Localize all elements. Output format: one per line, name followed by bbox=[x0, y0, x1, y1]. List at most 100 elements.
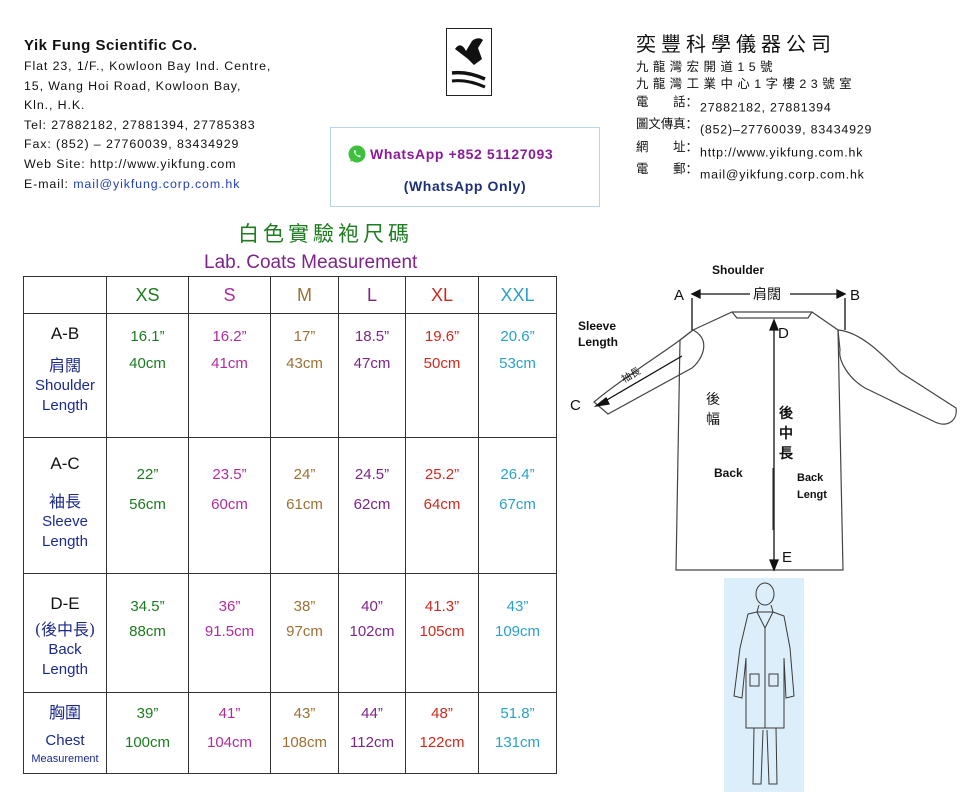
zh-fax-line: 圖文傳真：(852)–27760039, 83434929 bbox=[636, 116, 961, 139]
cell-value: 34.5”88cm bbox=[106, 573, 189, 693]
row-en-small: Measurement bbox=[31, 753, 99, 765]
title-en: Lab. Coats Measurement bbox=[204, 252, 418, 273]
row-en-1: Sleeve bbox=[42, 513, 88, 530]
cell-value: 25.2”64cm bbox=[405, 437, 479, 574]
cell-value: 48”122cm bbox=[405, 692, 479, 774]
zh-email[interactable]: mail@yikfung.corp.com.hk bbox=[700, 167, 865, 182]
arrowhead-c bbox=[593, 396, 610, 408]
size-header-xl: XL bbox=[405, 276, 479, 314]
zh-address-2: 九龍灣工業中心1字樓23號室 bbox=[636, 77, 856, 92]
label-d: D bbox=[778, 325, 789, 342]
label-shoulder-zh: 肩闊 bbox=[753, 287, 781, 303]
row-code: A-C bbox=[50, 454, 80, 473]
zh-fax-label: 圖文傳真： bbox=[636, 117, 698, 132]
label-sleeve-1: Sleeve bbox=[578, 319, 616, 333]
zh-email-line: 電 郵：mail@yikfung.corp.com.hk bbox=[636, 161, 961, 184]
company-name-zh: 奕豐科學儀器公司 bbox=[636, 32, 836, 56]
fax-line: Fax: (852) – 27760039, 83434929 bbox=[24, 137, 240, 152]
size-header-xs: XS bbox=[106, 276, 189, 314]
label-back-width-zh-1: 後 bbox=[706, 392, 720, 408]
row-label-shoulder: A-B 肩闊 Shoulder Length bbox=[23, 313, 107, 438]
tel-line: Tel: 27882182, 27881394, 27785383 bbox=[24, 117, 256, 132]
cell-value: 24”61cm bbox=[270, 437, 339, 574]
label-back-length-zh-3: 長 bbox=[779, 446, 794, 462]
cell-value: 18.5”47cm bbox=[338, 313, 406, 438]
label-back: Back bbox=[714, 466, 743, 480]
zh-web-label: 網 址： bbox=[636, 139, 698, 154]
sleeve-length-line bbox=[599, 355, 683, 405]
cell-value: 43”108cm bbox=[270, 692, 339, 774]
row-zh: (後中長) bbox=[34, 620, 96, 639]
cell-value: 16.1”40cm bbox=[106, 313, 189, 438]
label-back-length-zh-2: 中 bbox=[779, 425, 793, 442]
zh-phone-label: 電 話： bbox=[636, 94, 698, 109]
company-name-en: Yik Fung Scientific Co. bbox=[24, 37, 198, 54]
company-info-en: Yik Fung Scientific Co. Flat 23, 1/F., K… bbox=[24, 37, 354, 194]
email-line: E-mail: mail@yikfung.corp.com.hk bbox=[24, 175, 354, 195]
table-row: 胸圍 Chest Measurement 39”100cm 41”104cm 4… bbox=[23, 692, 557, 774]
cell-value: 20.6”53cm bbox=[478, 313, 557, 438]
row-en-2: Length bbox=[42, 533, 88, 550]
zh-phone: 27882182, 27881394 bbox=[700, 99, 832, 114]
label-back-length-2: Lengt bbox=[797, 489, 827, 501]
cell-value: 22”56cm bbox=[106, 437, 189, 574]
arrowhead-b bbox=[836, 288, 847, 300]
label-e: E bbox=[782, 549, 792, 566]
row-zh: 肩闊 bbox=[48, 356, 81, 375]
cell-value: 17”43cm bbox=[270, 313, 339, 438]
email-link[interactable]: mail@yikfung.corp.com.hk bbox=[73, 176, 241, 191]
size-header-l: L bbox=[338, 276, 406, 314]
cell-value: 24.5”62cm bbox=[338, 437, 406, 574]
address-line-1: Flat 23, 1/F., Kowloon Bay Ind. Centre, bbox=[24, 59, 272, 73]
size-header-row: XS S M L XL XXL bbox=[23, 276, 557, 314]
cell-value: 16.2”41cm bbox=[188, 313, 271, 438]
row-code: A-B bbox=[50, 324, 80, 343]
cell-value: 51.8”131cm bbox=[478, 692, 557, 774]
arrowhead-d bbox=[769, 318, 779, 331]
size-header-xxl: XXL bbox=[478, 276, 557, 314]
cell-value: 41”104cm bbox=[188, 692, 271, 774]
address-line-3: Kln., H.K. bbox=[24, 98, 86, 113]
cell-value: 19.6”50cm bbox=[405, 313, 479, 438]
size-header-s: S bbox=[188, 276, 271, 314]
label-sleeve-2: Length bbox=[578, 335, 618, 349]
label-back-length-zh-1: 後 bbox=[779, 405, 794, 422]
company-info-zh: 奕豐科學儀器公司 九龍灣宏開道15號 九龍灣工業中心1字樓23號室 電 話：27… bbox=[636, 28, 961, 184]
title-zh: 白色實驗袍尺碼 bbox=[238, 222, 413, 246]
label-sleeve-zh: 袖長 bbox=[619, 364, 643, 385]
row-zh: 袖長 bbox=[48, 492, 81, 511]
zh-web-line: 網 址：http://www.yikfung.com.hk bbox=[636, 139, 961, 162]
whatsapp-only-note: (WhatsApp Only) bbox=[403, 178, 527, 194]
coat-collar bbox=[731, 311, 813, 319]
coat-body-outline bbox=[675, 311, 844, 571]
table-row: A-C 袖長 Sleeve Length 22”56cm 23.5”60cm 2… bbox=[23, 437, 557, 574]
cell-value: 44”112cm bbox=[338, 692, 406, 774]
table-row: D-E (後中長) Back Length 34.5”88cm 36”91.5c… bbox=[23, 573, 557, 693]
cell-value: 26.4”67cm bbox=[478, 437, 557, 574]
zh-web[interactable]: http://www.yikfung.com.hk bbox=[700, 145, 864, 160]
row-code: D-E bbox=[50, 594, 80, 613]
label-c: C bbox=[570, 397, 581, 414]
zh-phone-line: 電 話：27882182, 27881394 bbox=[636, 94, 961, 117]
logo-mark-icon bbox=[451, 38, 486, 89]
label-back-length-1: Back bbox=[797, 472, 824, 484]
size-header-m: M bbox=[270, 276, 339, 314]
person-in-lab-coat-icon bbox=[733, 582, 795, 785]
whatsapp-row[interactable]: WhatsApp +852 51127093 bbox=[347, 144, 553, 164]
web-line[interactable]: Web Site: http://www.yikfung.com bbox=[24, 156, 237, 171]
row-en-1: Shoulder bbox=[34, 377, 96, 394]
whatsapp-number: WhatsApp +852 51127093 bbox=[370, 146, 554, 162]
arrowhead-e bbox=[769, 559, 779, 572]
zh-fax: (852)–27760039, 83434929 bbox=[700, 122, 873, 137]
row-zh: 胸圍 bbox=[48, 703, 81, 722]
row-label-back-length: D-E (後中長) Back Length bbox=[23, 573, 107, 693]
zh-email-label: 電 郵： bbox=[636, 162, 698, 177]
label-back-width-zh-2: 幅 bbox=[706, 412, 720, 428]
cell-value: 38”97cm bbox=[270, 573, 339, 693]
cell-value: 43”109cm bbox=[478, 573, 557, 693]
whatsapp-box: WhatsApp +852 51127093 (WhatsApp Only) bbox=[330, 127, 600, 207]
row-en-1: Chest bbox=[45, 732, 85, 749]
whatsapp-icon bbox=[348, 145, 366, 163]
cell-value: 41.3”105cm bbox=[405, 573, 479, 693]
row-label-sleeve: A-C 袖長 Sleeve Length bbox=[23, 437, 107, 574]
